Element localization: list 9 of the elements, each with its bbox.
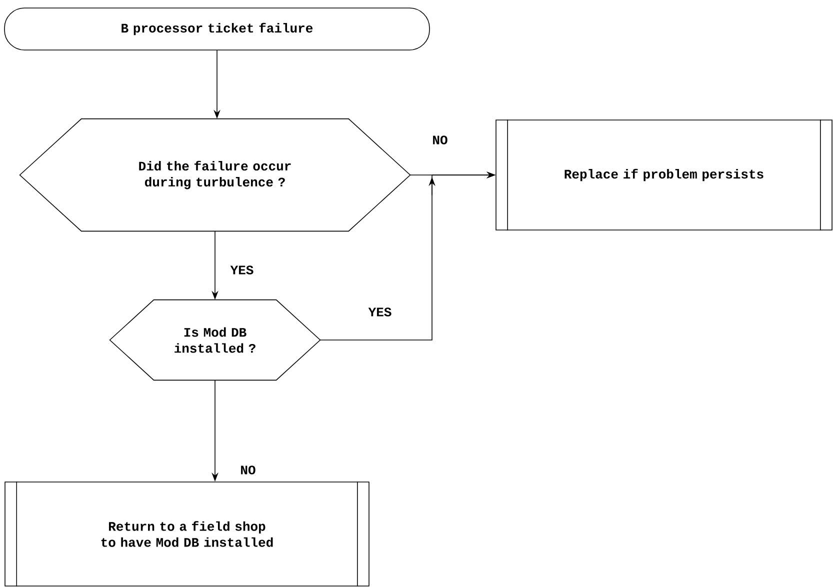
edge-label: YES — [367, 306, 393, 318]
decision-hexagon: Did the failure occur during turbulence ? — [19, 118, 411, 232]
terminal-box: B processor ticket failure — [4, 8, 430, 50]
edge-label: YES — [229, 264, 255, 276]
decision-hexagon: Is Mod DB installed ? — [109, 299, 321, 381]
process-box: Return to a field shop to have Mod DB installed — [4, 481, 370, 587]
edge-label: NO — [431, 134, 449, 146]
edge-label: NO — [239, 464, 257, 476]
process-box: Replace if problem persists — [496, 119, 832, 231]
